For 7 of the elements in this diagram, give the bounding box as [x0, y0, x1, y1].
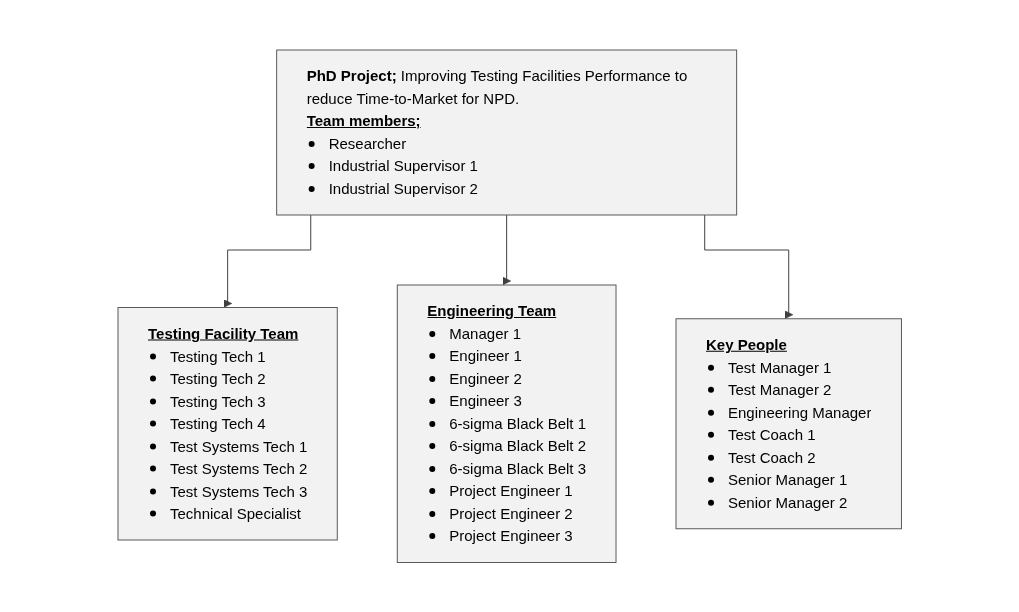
node-box: Engineering Team Manager 1 Engineer 1 Engineer 2 Engineer 3 6-sigma Black Belt 1 6-sigma Black Belt 2 6-sigma Black Belt 3 Project Engineer 1 Project Engineer 2 Project Engineer 3 [396, 284, 617, 563]
node-box: Key People Test Manager 1 Test Manager 2 Engineering Manager Test Coach 1 Test Coach 2 Senior Manager 1 Senior Manager 2 [675, 318, 902, 529]
arrow [502, 214, 511, 286]
node-box: PhD Project; Improving Testing Facilities Performance to reduce Time-to-Market for NPD. Team members; Researcher Industrial Supervisor 1 Industrial Supervisor 2 [275, 49, 737, 216]
arrow [703, 214, 793, 319]
node-box: Testing Facility Team Testing Tech 1 Testing Tech 2 Testing Tech 3 Testing Tech 4 Test Systems Tech 1 Test Systems Tech 2 Test Systems Tech 3 Technical Specialist [117, 306, 338, 541]
arrow [223, 214, 311, 308]
